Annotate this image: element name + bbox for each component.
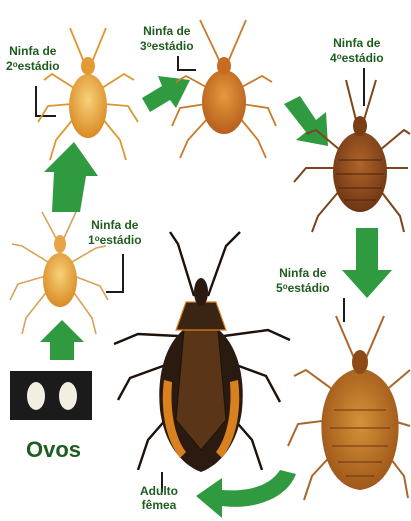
label-nymph-4: Ninfa de 4oestádio: [330, 36, 384, 65]
label-eggs: Ovos: [26, 438, 81, 462]
arrow-nymph5-to-adult: [196, 470, 296, 518]
adult-head: [194, 278, 208, 306]
nymph-3-head: [217, 57, 231, 75]
nymph-2-head: [81, 57, 95, 75]
arrow-eggs-to-nymph1: [40, 320, 84, 360]
adult-pronotum: [176, 302, 226, 330]
label-adult-line1: Adulto: [140, 484, 178, 498]
label-adult-line2: fêmea: [140, 498, 178, 512]
label-nymph-2-line2: 2oestádio: [6, 58, 60, 73]
label-nymph-4-line1: Ninfa de: [330, 36, 384, 50]
label-nymph-5: Ninfa de 5oestádio: [276, 266, 330, 295]
label-nymph-1-line1: Ninfa de: [88, 218, 142, 232]
egg-tray: [10, 371, 92, 420]
nymph-1-head: [54, 235, 66, 253]
label-nymph-5-line2: 5oestádio: [276, 280, 330, 295]
egg: [59, 382, 77, 410]
egg: [27, 382, 45, 410]
label-adult-female: Adulto fêmea: [140, 484, 178, 512]
label-nymph-2: Ninfa de 2oestádio: [6, 44, 60, 73]
eggs-group: [10, 371, 92, 420]
label-nymph-3-line1: Ninfa de: [140, 24, 194, 38]
nymph-2-body: [69, 74, 107, 138]
label-nymph-3: Ninfa de 3oestádio: [140, 24, 194, 53]
label-nymph-2-line1: Ninfa de: [6, 44, 60, 58]
nymph-1-body: [43, 253, 77, 307]
nymph-5-head: [352, 350, 368, 374]
label-nymph-1-line2: 1oestádio: [88, 232, 142, 247]
label-nymph-1: Ninfa de 1oestádio: [88, 218, 142, 247]
arrow-nymph4-to-nymph5: [342, 228, 392, 298]
arrow-nymph3-to-nymph4: [284, 96, 328, 146]
nymph-4-head: [353, 116, 367, 136]
label-nymph-4-line2: 4oestádio: [330, 50, 384, 65]
label-nymph-5-line1: Ninfa de: [276, 266, 330, 280]
arrow-nymph2-to-nymph3: [142, 76, 190, 112]
nymph-3-body: [202, 70, 246, 134]
nymph-5-body: [321, 368, 398, 490]
label-nymph-3-line2: 3oestádio: [140, 38, 194, 53]
